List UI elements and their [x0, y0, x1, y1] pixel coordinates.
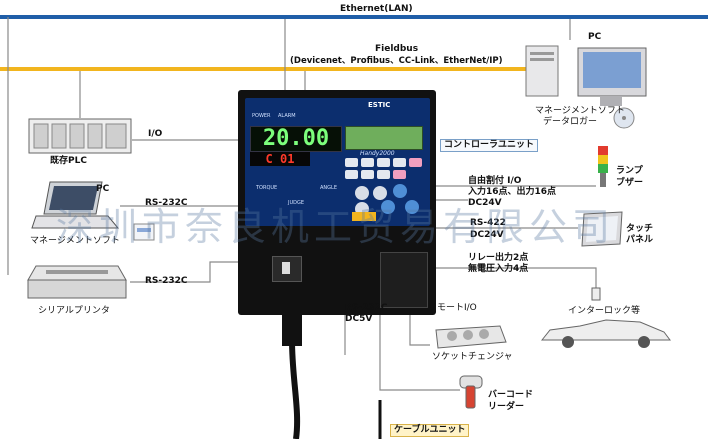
key-clear[interactable] [393, 170, 406, 179]
torque-display: 20.00 [250, 126, 342, 152]
barcode-label-1: バーコード [488, 390, 534, 400]
lcd-screen [345, 126, 423, 150]
key-2[interactable] [361, 158, 374, 167]
barcode-label-2: リーダー [488, 402, 525, 412]
key-5[interactable] [345, 170, 358, 179]
controller-unit-tag: コントローラユニット [440, 139, 539, 152]
interlock-switch-icon [591, 287, 601, 301]
socket-changer-icon [435, 325, 507, 349]
judge-label: JUDGE [288, 200, 305, 206]
key-menu[interactable] [409, 158, 422, 167]
car-icon [540, 319, 671, 348]
ethernet-label: Ethernet(LAN) [340, 4, 413, 14]
key-1[interactable] [345, 158, 358, 167]
touch-label-1: タッチ [626, 224, 654, 234]
power-switch[interactable] [272, 256, 302, 282]
controller-brand: ESTIC [368, 101, 391, 109]
arrow-up-button[interactable] [393, 184, 407, 198]
angle-label: ANGLE [320, 185, 337, 191]
key-3[interactable] [377, 158, 390, 167]
barcode-reader-icon [459, 375, 483, 409]
remote-io-link [409, 315, 430, 346]
rs422-label: RS-422 [470, 218, 506, 228]
cable-unit-tag: ケーブルユニット [390, 424, 470, 437]
cable-connector [282, 300, 302, 346]
pc-top-caption-1: マネージメントソフト [535, 106, 625, 116]
plc-io-label: I/O [148, 129, 163, 139]
power-label: POWER [252, 113, 271, 119]
fieldbus-title: Fieldbus [375, 44, 419, 54]
barcode-link [379, 315, 460, 391]
relay-label-1: リレー出力2点 [468, 253, 529, 263]
touch-label-2: パネル [626, 235, 654, 245]
pc-left-link-label: RS-232C [145, 198, 188, 208]
alarm-label: ALARM [278, 113, 296, 119]
arrow-right-button[interactable] [405, 200, 419, 214]
remote-io-label: リモートI/O [428, 303, 477, 313]
cable [289, 339, 301, 439]
interlock-label: インターロック等 [568, 306, 641, 316]
socket-changer-label: ソケットチェンジャ [432, 352, 513, 362]
key-4[interactable] [393, 158, 406, 167]
software-box-icon [133, 223, 155, 241]
bottom-rs232-label: RS-232C [345, 303, 388, 313]
io-label-1: 自由割付 I/O [468, 176, 522, 186]
buzzer-label: ブザー [616, 178, 644, 188]
pc-left-caption: マネージメントソフト [30, 236, 120, 246]
model-name: Handy2000 [360, 150, 395, 157]
printer-link [130, 261, 238, 283]
channel-display: C 01 [250, 152, 310, 166]
plc-label: 既存PLC [50, 156, 87, 166]
round-key-2[interactable] [373, 186, 387, 200]
laptop-icon [31, 181, 120, 229]
rs422-volt-label: DC24V [470, 230, 504, 240]
io-label-2: 入力16点、出力16点 [468, 187, 557, 197]
printer-link-label: RS-232C [145, 276, 188, 286]
relay-label-2: 無電圧入力4点 [468, 264, 529, 274]
key-6[interactable] [361, 170, 374, 179]
lamp-label: ランプ [616, 166, 643, 176]
bottom-dc5v-label: DC5V [345, 314, 373, 324]
printer-icon [27, 265, 127, 299]
fieldbus-protocols: (Devicenet、Profibus、CC-Link、EtherNet/IP) [290, 56, 503, 66]
printer-caption: シリアルプリンタ [38, 306, 110, 316]
signal-tower-icon [598, 146, 608, 187]
pc-top-caption-2: データロガー [543, 117, 598, 127]
power-switch-rocker [282, 262, 290, 274]
touch-panel-icon [581, 211, 623, 247]
pc-left-title: PC [96, 184, 110, 194]
round-key-1[interactable] [355, 186, 369, 200]
arrow-left-button[interactable] [381, 200, 395, 214]
pc-top-title: PC [588, 32, 602, 42]
watermark-text: 深圳市奈良机工贸易有限公司 [56, 205, 616, 249]
desktop-pc-icon [525, 45, 647, 129]
enter-key[interactable] [352, 212, 376, 221]
relay-link [436, 267, 597, 290]
key-7[interactable] [377, 170, 390, 179]
torque-label: TORQUE [256, 185, 278, 191]
io-label-3: DC24V [468, 198, 502, 208]
connector-panel [380, 252, 428, 308]
plc-icon [28, 118, 132, 154]
